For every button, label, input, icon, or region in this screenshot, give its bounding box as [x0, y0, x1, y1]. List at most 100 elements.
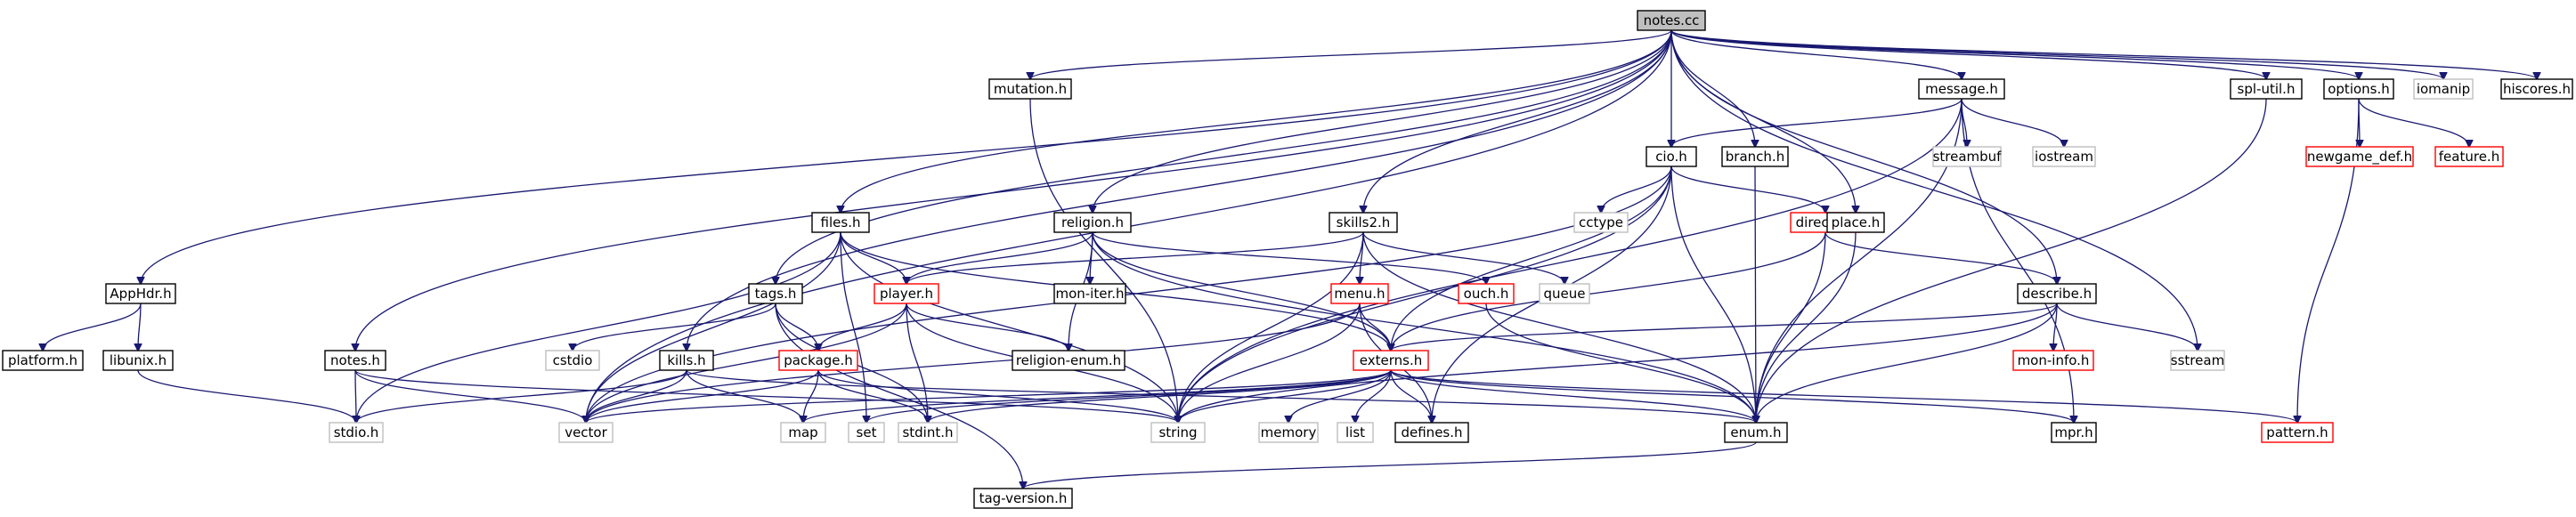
node-tags[interactable]: tags.h — [748, 283, 803, 304]
node-stdint[interactable]: stdint.h — [898, 422, 958, 443]
node-queue[interactable]: queue — [1539, 283, 1590, 304]
node-mutation[interactable]: mutation.h — [988, 78, 1072, 100]
node-box-list[interactable] — [1337, 422, 1374, 443]
node-map[interactable]: map — [780, 422, 826, 443]
node-religion[interactable]: religion.h — [1053, 212, 1132, 233]
node-feature[interactable]: feature.h — [2434, 146, 2504, 167]
node-branch[interactable]: branch.h — [1721, 146, 1789, 167]
node-box-newgame[interactable] — [2305, 146, 2414, 167]
node-box-moniter[interactable] — [1053, 283, 1126, 304]
node-stdio[interactable]: stdio.h — [329, 422, 384, 443]
node-box-iomanip[interactable] — [2413, 78, 2474, 100]
node-memory[interactable]: memory — [1258, 422, 1319, 443]
node-enum[interactable]: enum.h — [1724, 422, 1788, 443]
node-box-string[interactable] — [1150, 422, 1206, 443]
node-box-message[interactable] — [1918, 78, 2005, 100]
node-box-vector[interactable] — [558, 422, 614, 443]
node-relenum[interactable]: religion-enum.h — [1012, 350, 1125, 371]
node-box-map[interactable] — [780, 422, 826, 443]
node-tagversion[interactable]: tag-version.h — [973, 488, 1073, 509]
node-box-tagversion[interactable] — [973, 488, 1073, 509]
node-box-mpr[interactable] — [2051, 422, 2097, 443]
node-describe[interactable]: describe.h — [2017, 283, 2097, 304]
node-box-splutil[interactable] — [2230, 78, 2303, 100]
node-box-mutation[interactable] — [988, 78, 1072, 100]
node-moniter[interactable]: mon-iter.h — [1053, 283, 1126, 304]
node-box-hiscores[interactable] — [2500, 78, 2573, 100]
node-defines[interactable]: defines.h — [1394, 422, 1469, 443]
node-iomanip[interactable]: iomanip — [2413, 78, 2474, 100]
node-box-cio[interactable] — [1646, 146, 1697, 167]
node-box-stdio[interactable] — [329, 422, 384, 443]
node-place[interactable]: place.h — [1826, 212, 1885, 233]
node-box-cstdio[interactable] — [545, 350, 600, 371]
node-box-tags[interactable] — [748, 283, 803, 304]
node-box-defines[interactable] — [1394, 422, 1469, 443]
node-message[interactable]: message.h — [1918, 78, 2005, 100]
node-platform[interactable]: platform.h — [2, 350, 84, 371]
node-player[interactable]: player.h — [874, 283, 939, 304]
node-externs[interactable]: externs.h — [1353, 350, 1429, 371]
node-box-queue[interactable] — [1539, 283, 1590, 304]
node-moninfo[interactable]: mon-info.h — [2012, 350, 2094, 371]
node-cio[interactable]: cio.h — [1646, 146, 1697, 167]
node-sstream[interactable]: sstream — [2170, 350, 2225, 371]
node-libunix[interactable]: libunix.h — [102, 350, 174, 371]
node-options[interactable]: options.h — [2323, 78, 2394, 100]
node-box-files[interactable] — [811, 212, 870, 233]
node-box-notes_h[interactable] — [324, 350, 386, 371]
node-box-cctype[interactable] — [1573, 212, 1629, 233]
node-box-package[interactable] — [778, 350, 858, 371]
node-ouch[interactable]: ouch.h — [1458, 283, 1515, 304]
node-set[interactable]: set — [848, 422, 885, 443]
node-apphdr[interactable]: AppHdr.h — [105, 283, 176, 304]
node-box-options[interactable] — [2323, 78, 2394, 100]
edge-files-to-stdio — [356, 231, 841, 423]
node-menu[interactable]: menu.h — [1330, 283, 1389, 304]
node-iostream[interactable]: iostream — [2032, 146, 2096, 167]
node-splutil[interactable]: spl-util.h — [2230, 78, 2303, 100]
node-files[interactable]: files.h — [811, 212, 870, 233]
node-notes_h[interactable]: notes.h — [324, 350, 386, 371]
node-box-feature[interactable] — [2434, 146, 2504, 167]
node-box-apphdr[interactable] — [105, 283, 176, 304]
node-box-memory[interactable] — [1258, 422, 1319, 443]
node-vector[interactable]: vector — [558, 422, 614, 443]
node-box-stdint[interactable] — [898, 422, 958, 443]
node-box-sstream[interactable] — [2170, 350, 2225, 371]
node-newgame[interactable]: newgame_def.h — [2305, 146, 2414, 167]
node-box-pattern[interactable] — [2261, 422, 2334, 443]
node-box-skills2[interactable] — [1329, 212, 1398, 233]
node-string[interactable]: string — [1150, 422, 1206, 443]
node-box-moninfo[interactable] — [2012, 350, 2094, 371]
node-box-libunix[interactable] — [102, 350, 174, 371]
node-box-branch[interactable] — [1721, 146, 1789, 167]
node-box-describe[interactable] — [2017, 283, 2097, 304]
node-pattern[interactable]: pattern.h — [2261, 422, 2334, 443]
node-box-notes_cc[interactable] — [1637, 10, 1706, 31]
node-hiscores[interactable]: hiscores.h — [2500, 78, 2573, 100]
node-box-player[interactable] — [874, 283, 939, 304]
node-box-ouch[interactable] — [1458, 283, 1515, 304]
node-box-place[interactable] — [1826, 212, 1885, 233]
node-mpr[interactable]: mpr.h — [2051, 422, 2097, 443]
node-list[interactable]: list — [1337, 422, 1374, 443]
node-streambuf[interactable]: streambuf — [1932, 146, 2003, 167]
node-box-iostream[interactable] — [2032, 146, 2096, 167]
node-skills2[interactable]: skills2.h — [1329, 212, 1398, 233]
node-kills[interactable]: kills.h — [659, 350, 714, 371]
node-box-streambuf[interactable] — [1932, 146, 2002, 167]
node-box-enum[interactable] — [1724, 422, 1788, 443]
node-box-externs[interactable] — [1353, 350, 1429, 371]
node-box-set[interactable] — [848, 422, 885, 443]
node-box-menu[interactable] — [1330, 283, 1389, 304]
node-package[interactable]: package.h — [778, 350, 858, 371]
node-box-kills[interactable] — [659, 350, 714, 371]
node-box-platform[interactable] — [2, 350, 84, 371]
node-cstdio[interactable]: cstdio — [545, 350, 600, 371]
node-box-relenum[interactable] — [1012, 350, 1125, 371]
node-cctype[interactable]: cctype — [1573, 212, 1629, 233]
node-notes_cc[interactable]: notes.cc — [1637, 10, 1706, 31]
node-label-cstdio: cstdio — [553, 352, 593, 368]
node-box-religion[interactable] — [1053, 212, 1132, 233]
